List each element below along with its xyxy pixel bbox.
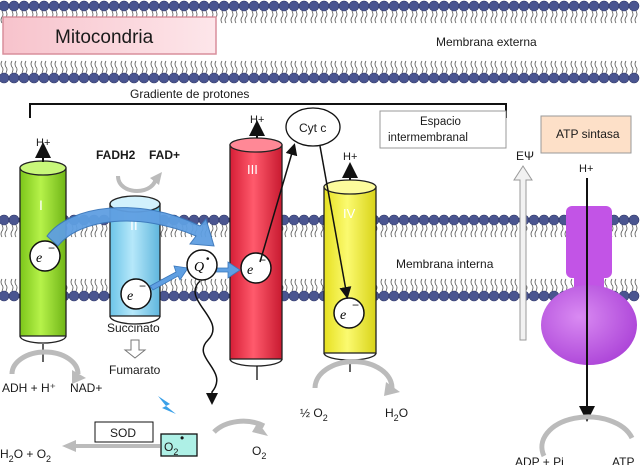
half-oxygen-label: ½ O2 bbox=[300, 406, 328, 423]
complex-iii-label: III bbox=[247, 162, 258, 177]
superoxide-label: O2 bbox=[164, 440, 178, 457]
electron-i-charge: − bbox=[48, 241, 55, 255]
electron-to-cytc-arrow bbox=[259, 143, 298, 263]
intermembrane-label-2: intermembranal bbox=[388, 132, 468, 144]
outer-membrane bbox=[0, 0, 640, 84]
electron-iii-label: e bbox=[247, 263, 253, 278]
electron-i-icon bbox=[29, 240, 61, 272]
ubiquinone-dot: • bbox=[206, 254, 210, 265]
fadh2-label: FADH2 bbox=[96, 148, 136, 162]
succinate-label: Succinato bbox=[107, 321, 160, 335]
page-title: Mitocondria bbox=[55, 27, 154, 48]
atp-synthase bbox=[541, 206, 637, 365]
electron-ii-icon bbox=[120, 278, 152, 310]
ubiquinone-icon bbox=[186, 249, 218, 281]
potential-arrow-icon bbox=[513, 165, 533, 341]
lightning-icon bbox=[158, 396, 176, 414]
cytochrome-c-label: Cyt c bbox=[299, 121, 326, 135]
outer-membrane-label-bg bbox=[422, 31, 572, 51]
succinate-arrow-icon bbox=[123, 339, 147, 359]
atp-label: ATP bbox=[612, 455, 634, 465]
superoxide-box bbox=[160, 433, 198, 457]
electron-arrow-q-icon bbox=[213, 261, 241, 279]
fumarate-label: Fumarato bbox=[109, 363, 161, 377]
electron-iii-charge: − bbox=[259, 253, 266, 267]
inner-membrane-label: Membrana interna bbox=[396, 257, 494, 271]
inner-membrane-label-bg bbox=[392, 253, 506, 273]
fad-cycle-arrow bbox=[116, 175, 158, 193]
inner-membrane bbox=[0, 214, 640, 302]
superoxide-cycle-arrowhead bbox=[252, 422, 268, 436]
fad-label: FAD+ bbox=[149, 148, 180, 162]
electron-iv-label: e bbox=[340, 308, 346, 323]
superoxide-radical-dot: • bbox=[180, 431, 184, 445]
sod-label: SOD bbox=[110, 426, 136, 440]
cytc-to-iv-arrow bbox=[319, 145, 352, 299]
electron-i-label: e bbox=[36, 251, 42, 266]
complex-ii-label: II bbox=[130, 217, 138, 233]
water-peroxide-label: H2O + O2 bbox=[0, 447, 51, 464]
oxygen-cycle-arrowhead bbox=[384, 382, 400, 396]
nadh-label: ADH + H⁺ bbox=[2, 381, 56, 395]
complex-iv-label: IV bbox=[343, 206, 356, 221]
fad-cycle-arrowhead bbox=[150, 172, 162, 185]
electron-arrow-ii-icon bbox=[149, 265, 189, 291]
ubiquinone-label: Q bbox=[194, 260, 204, 275]
oxygen-out-label: O2 bbox=[252, 444, 266, 461]
proton-i-label: H+ bbox=[36, 137, 50, 149]
proton-iii-label: H+ bbox=[250, 114, 264, 126]
electron-transfer-arrow-icon bbox=[46, 207, 215, 247]
proton-atp-label: H+ bbox=[579, 163, 593, 175]
electron-iv-charge: − bbox=[352, 298, 359, 312]
nad-label: NAD+ bbox=[70, 381, 102, 395]
complex-i bbox=[19, 160, 67, 344]
adp-pi-label: ADP + Pi bbox=[515, 455, 564, 465]
atp-synthase-label-box bbox=[540, 115, 632, 154]
nadh-cycle-arrow bbox=[9, 349, 81, 375]
oxygen-cycle-arrow bbox=[312, 359, 395, 389]
complex-iii bbox=[229, 137, 283, 367]
electron-iii-icon bbox=[240, 252, 272, 284]
proton-iv-label: H+ bbox=[343, 151, 357, 163]
proton-gradient-label: Gradiente de protones bbox=[130, 87, 249, 101]
electron-ii-charge: − bbox=[139, 279, 146, 293]
electron-ii-label: e bbox=[127, 289, 133, 304]
sod-box bbox=[94, 421, 154, 443]
atp-production-arrow bbox=[539, 414, 635, 458]
intermembrane-label-box bbox=[379, 110, 507, 149]
water-label: H2O bbox=[385, 406, 408, 423]
potential-label: EΨ bbox=[516, 149, 534, 163]
complex-i-label: I bbox=[39, 197, 43, 213]
electron-iv-icon bbox=[333, 297, 365, 329]
atp-synthase-label: ATP sintasa bbox=[556, 127, 620, 141]
outer-membrane-label: Membrana externa bbox=[436, 35, 537, 49]
intermembrane-label-1: Espacio bbox=[420, 116, 461, 128]
nadh-cycle-arrowhead bbox=[72, 370, 86, 384]
sod-arrowhead bbox=[62, 440, 76, 452]
electron-leak-arrow bbox=[194, 280, 218, 405]
title-box bbox=[2, 16, 217, 55]
cytochrome-c-icon bbox=[285, 107, 341, 147]
